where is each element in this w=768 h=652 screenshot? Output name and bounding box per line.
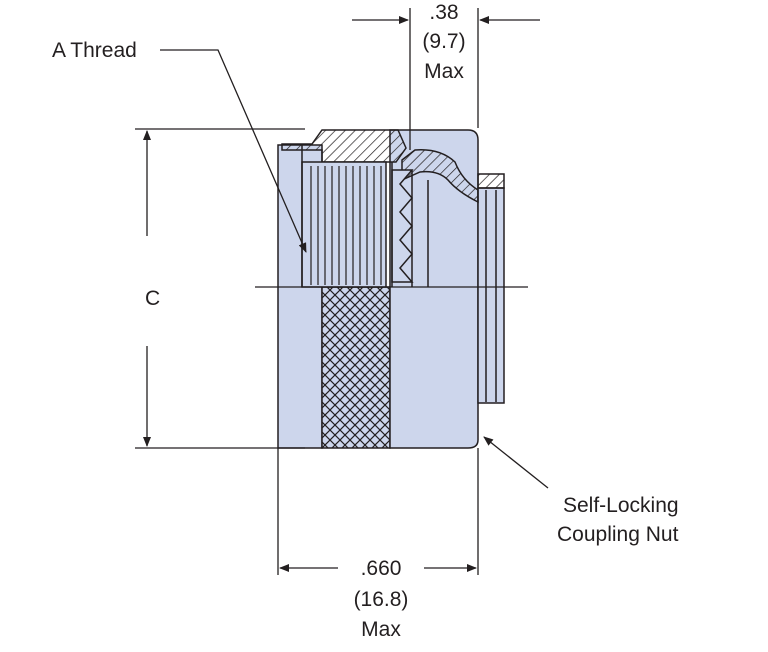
inner-body (301, 161, 387, 288)
top-dim-metric: (9.7) (422, 30, 465, 53)
dimension-arrows (143, 16, 549, 572)
nut-label-line2: Coupling Nut (557, 523, 679, 546)
bottom-dim-value: .660 (361, 557, 402, 580)
connector-body (277, 129, 505, 449)
bottom-dim-metric: (16.8) (354, 588, 409, 611)
rear-ring (477, 187, 505, 404)
top-dim-value: .38 (429, 1, 458, 24)
section-cut-curve (401, 149, 479, 204)
top-dim-qualifier: Max (424, 60, 464, 83)
locking-teeth (391, 169, 414, 283)
c-dimension-label: C (145, 287, 160, 310)
thread-lines (310, 166, 382, 285)
nut-leader (483, 436, 549, 489)
bottom-dim-qualifier: Max (361, 618, 401, 641)
knurled-grip (321, 286, 391, 449)
section-cut-top (281, 129, 407, 163)
rear-ring-section (477, 173, 505, 189)
nut-label-line1: Self-Locking (563, 494, 679, 517)
a-thread-label: A Thread (52, 39, 137, 62)
a-thread-leader (160, 49, 307, 253)
reference-lines (135, 8, 528, 575)
